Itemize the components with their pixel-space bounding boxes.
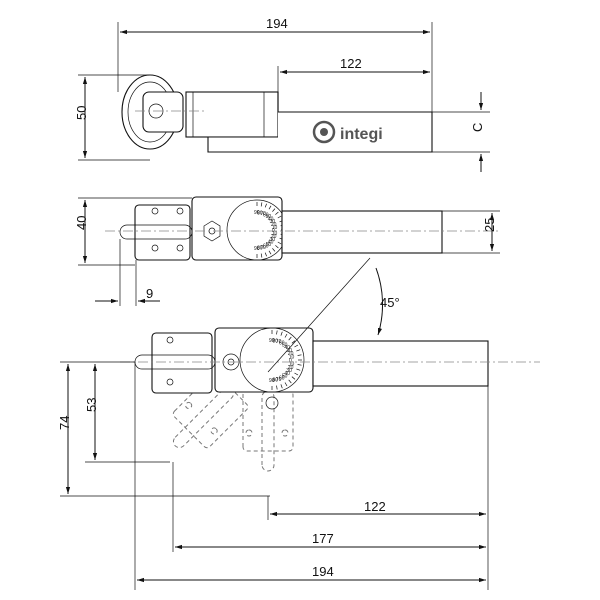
scale-tick [276,385,278,390]
scale-label: 20 [288,351,294,357]
scale-tick [272,248,276,252]
scale-label: 60 [263,212,269,218]
brand-text: integi [340,126,383,143]
scale-label: 40 [268,216,274,222]
scale-tick [296,368,301,371]
scale-tick [260,202,263,207]
scale-label: 90 [269,378,275,384]
scale-label: 20 [271,234,277,240]
dim-top-height: 50 [74,106,89,120]
scale-tick [268,205,272,210]
scale-label: 70 [276,377,282,383]
dim-top-overall: 194 [266,16,288,31]
scale-tick [276,330,278,335]
scale-label: 50 [282,343,288,349]
brand-logo: integi [312,120,383,144]
scale-label: 90 [254,246,260,252]
scale-label: 10 [289,355,295,361]
scale-tick [268,250,272,255]
scale-tick [260,253,263,258]
scale-tick [296,349,301,352]
scale-label: 60 [279,375,285,381]
scale-tick [284,333,288,338]
scale-tick [280,384,283,389]
scale-label: 60 [279,341,285,347]
scale-label: 90 [269,338,275,344]
scale-tick [291,376,296,380]
dim-angle: 45° [380,295,400,310]
dim-top-shank: 122 [340,56,362,71]
scale-tick [264,252,267,257]
scale-tick [294,372,299,376]
mid-head [191,196,283,261]
scale-tick [272,208,276,212]
mid-clamp [134,204,191,261]
scale-tick [264,203,267,208]
scale-tick [275,211,279,215]
dim-bot-122: 122 [364,499,386,514]
scale-label: 30 [286,368,292,374]
scale-label: 30 [270,237,276,243]
scale-label: 80 [273,338,279,344]
scale-label: 70 [276,339,282,345]
scale-label: 10 [289,362,295,368]
scale-tick [297,364,302,366]
scale-label: 40 [284,371,290,377]
scale-label: 50 [266,214,272,220]
scale-label: 70 [260,211,266,217]
scale-label: 40 [268,240,274,246]
top-view: integi 194 122 50 C [74,16,490,172]
bot-shank [312,340,489,387]
mid-shank [281,210,443,254]
scale-label: 80 [273,378,279,384]
scale-label: 50 [282,373,288,379]
scale-tick [277,241,282,245]
dim-mid-offset: 9 [146,286,153,301]
scale-label: 80 [257,210,263,216]
scale-label: 20 [271,222,277,228]
scale-label: 20 [288,365,294,371]
scale-label: 30 [270,219,276,225]
scale-label: 10 [272,231,278,237]
scale-tick [280,331,283,336]
bot-clamp [151,332,213,394]
dim-mid-shank: 25 [482,218,497,232]
scale-tick [294,344,299,348]
dim-top-c: C [470,123,485,132]
dim-mid-height: 40 [74,216,89,230]
scale-label: 30 [286,348,292,354]
scale-tick [288,336,292,341]
dim-bot-194: 194 [312,564,334,579]
scale-tick [284,382,288,387]
scale-tick [288,379,292,384]
scale-tick [291,340,296,344]
scale-label: 10 [272,225,278,231]
scale-tick [277,215,282,219]
scale-tick [275,245,279,249]
scale-label: 60 [263,244,269,250]
scale-label: 80 [257,246,263,252]
scale-label: 90 [254,210,260,216]
scale-label: 50 [266,242,272,248]
dim-bot-177: 177 [312,531,334,546]
scale-label: 40 [284,345,290,351]
top-body [185,91,279,138]
scale-label: 0 [289,358,292,364]
dim-bot-74: 74 [57,416,72,430]
scale-label: 70 [260,245,266,251]
dim-bot-53: 53 [84,398,99,412]
scale-tick [297,354,302,356]
